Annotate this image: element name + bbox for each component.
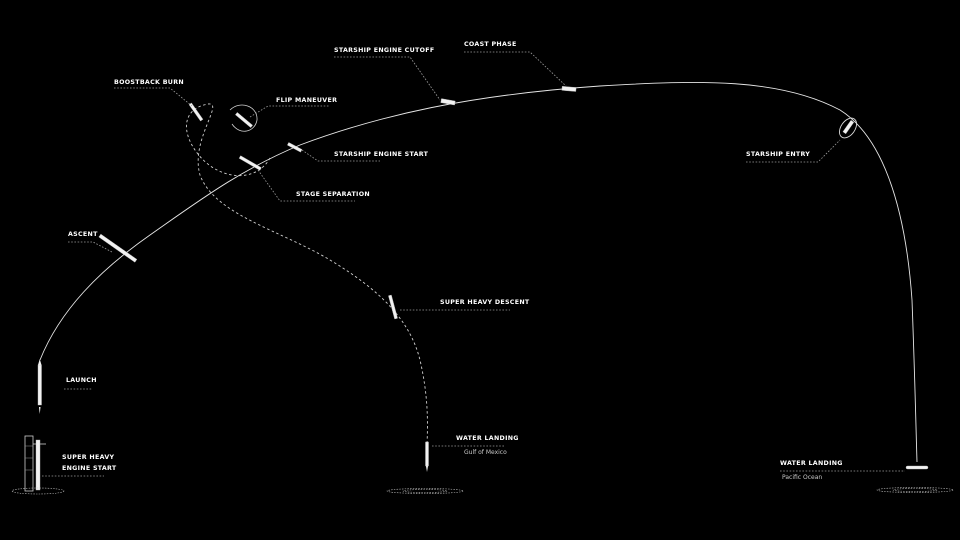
- leader-entry: [746, 139, 841, 163]
- label-pacific-ocean: Pacific Ocean: [782, 474, 822, 481]
- label-starship-engine-cutoff: STARSHIP ENGINE CUTOFF: [334, 47, 434, 54]
- starship-trajectory: [39, 82, 918, 463]
- label-boostback-burn: BOOSTBACK BURN: [114, 79, 184, 86]
- leader-ascent: [68, 241, 113, 253]
- label-water-landing-pacific: WATER LANDING: [780, 460, 843, 467]
- booster-return-trajectory: [186, 103, 428, 446]
- leader-coast: [464, 51, 567, 87]
- entry-starship-icon: [839, 117, 857, 139]
- label-flip-maneuver: FLIP MANEUVER: [276, 97, 337, 104]
- launch-pad-base: [11, 487, 65, 495]
- leader-engine-cutoff: [334, 56, 441, 101]
- coast-starship-icon: [561, 86, 577, 92]
- label-launch: LAUNCH: [66, 377, 97, 384]
- label-super-heavy-engine-start-line1: SUPER HEAVY: [62, 454, 114, 461]
- gulf-splash-icon: [386, 488, 464, 494]
- engine-cutoff-starship-icon: [440, 98, 456, 106]
- ascent-rocket-icon: [98, 233, 138, 263]
- leader-flip: [249, 105, 330, 118]
- label-gulf-of-mexico: Gulf of Mexico: [464, 449, 507, 456]
- label-super-heavy-engine-start-line2: ENGINE START: [62, 465, 117, 472]
- descending-booster-icon: [388, 294, 398, 320]
- label-water-landing-gulf: WATER LANDING: [456, 435, 519, 442]
- label-starship-engine-start: STARSHIP ENGINE START: [334, 151, 429, 158]
- boostback-booster-icon: [188, 102, 204, 122]
- starship-ignition-icon: [287, 142, 303, 153]
- pacific-splash-icon: [876, 487, 954, 493]
- launching-rocket-icon: [37, 359, 42, 414]
- gulf-landing-booster-icon: [425, 441, 429, 472]
- label-stage-separation: STAGE SEPARATION: [296, 191, 370, 198]
- label-super-heavy-descent: SUPER HEAVY DESCENT: [440, 299, 530, 306]
- rocket-on-pad-icon: [35, 439, 41, 491]
- label-ascent: ASCENT: [68, 231, 98, 238]
- launch-tower: [11, 435, 65, 495]
- label-starship-entry: STARSHIP ENTRY: [746, 151, 810, 158]
- flip-maneuver-icon: [229, 104, 258, 132]
- pacific-landing-starship-icon: [905, 465, 929, 470]
- separated-booster-icon: [238, 155, 262, 171]
- leader-engine-start: [301, 149, 380, 162]
- label-coast-phase: COAST PHASE: [464, 41, 517, 48]
- leader-boostback: [114, 87, 193, 107]
